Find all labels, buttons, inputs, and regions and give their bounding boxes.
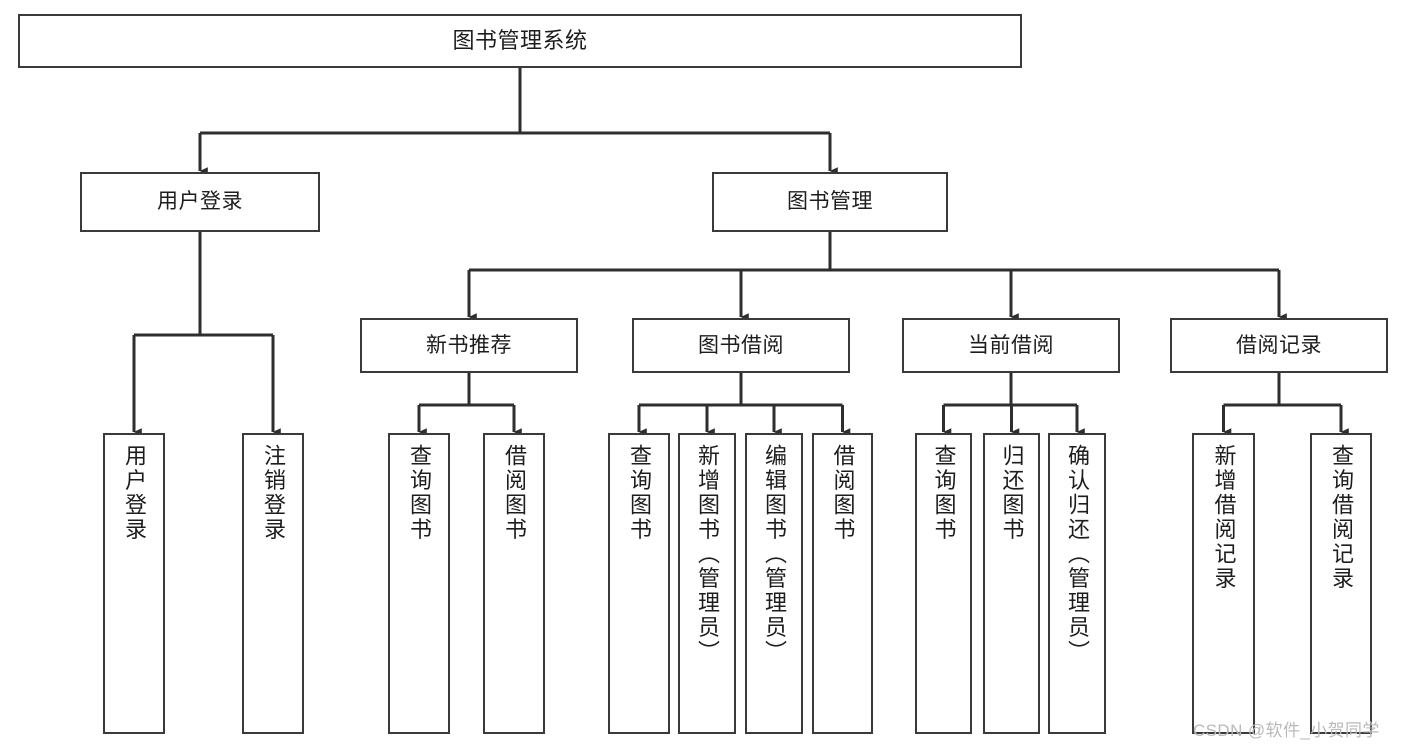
node-label: 图书管理 — [787, 190, 873, 214]
node-leaf-query-book-3[interactable]: 查询图书 — [915, 433, 972, 734]
node-root[interactable]: 图书管理系统 — [18, 14, 1022, 68]
node-label: 新增图书（管理员） — [695, 444, 720, 665]
node-leaf-add-record[interactable]: 新增借阅记录 — [1192, 433, 1255, 734]
node-leaf-user-logout[interactable]: 注销登录 — [242, 433, 304, 734]
node-label: 新书推荐 — [426, 333, 512, 357]
node-label: 查询图书 — [407, 444, 432, 542]
node-leaf-borrow-book-1[interactable]: 借阅图书 — [483, 433, 545, 734]
node-new-book-recommend[interactable]: 新书推荐 — [360, 318, 578, 373]
node-label: 用户登录 — [122, 444, 147, 542]
watermark: CSDN @软件_小贺同学 — [1193, 721, 1380, 740]
node-leaf-borrow-book-2[interactable]: 借阅图书 — [812, 433, 873, 734]
edge-group — [132, 68, 1349, 436]
node-leaf-user-login[interactable]: 用户登录 — [103, 433, 165, 734]
node-label: 查询借阅记录 — [1329, 444, 1354, 591]
node-leaf-query-book-2[interactable]: 查询图书 — [608, 433, 670, 734]
node-label: 新增借阅记录 — [1211, 444, 1237, 591]
node-label: 查询图书 — [931, 444, 957, 542]
node-label: 查询图书 — [627, 444, 652, 542]
node-book-borrow[interactable]: 图书借阅 — [632, 318, 850, 373]
node-label: 编辑图书（管理员） — [762, 444, 787, 665]
node-leaf-edit-book[interactable]: 编辑图书（管理员） — [745, 433, 803, 734]
node-label: 借阅图书 — [502, 444, 527, 542]
node-book-manage[interactable]: 图书管理 — [712, 172, 948, 232]
node-label: 借阅记录 — [1236, 333, 1322, 357]
node-leaf-query-record[interactable]: 查询借阅记录 — [1310, 433, 1372, 734]
node-leaf-add-book[interactable]: 新增图书（管理员） — [678, 433, 736, 734]
node-label: 当前借阅 — [968, 333, 1054, 357]
node-leaf-query-book-1[interactable]: 查询图书 — [388, 433, 450, 734]
node-label: 用户登录 — [157, 190, 243, 214]
node-borrow-record[interactable]: 借阅记录 — [1170, 318, 1388, 373]
node-label: 借阅图书 — [830, 444, 856, 542]
node-user-login[interactable]: 用户登录 — [80, 172, 320, 232]
node-current-borrow[interactable]: 当前借阅 — [902, 318, 1120, 373]
node-leaf-confirm-return[interactable]: 确认归还（管理员） — [1048, 433, 1106, 734]
node-leaf-return-book[interactable]: 归还图书 — [983, 433, 1040, 734]
node-label: 图书管理系统 — [452, 27, 588, 53]
node-label: 图书借阅 — [698, 333, 784, 357]
node-label: 确认归还（管理员） — [1065, 444, 1090, 665]
node-label: 归还图书 — [999, 444, 1025, 542]
node-label: 注销登录 — [261, 444, 286, 542]
